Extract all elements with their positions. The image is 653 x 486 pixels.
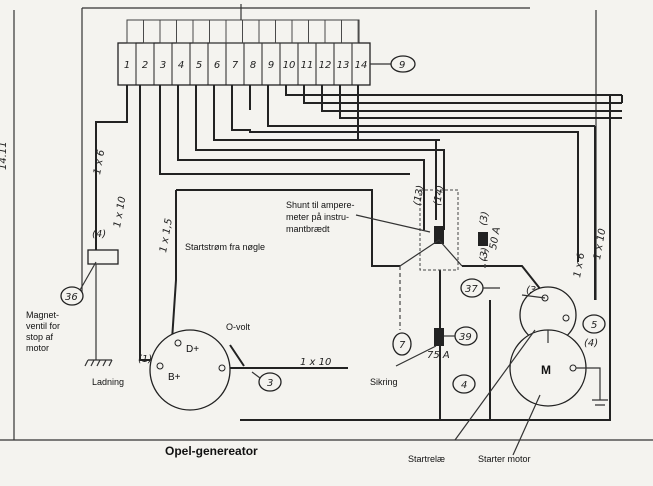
terminal-number: 7	[232, 60, 239, 71]
terminal-upper-cell	[258, 19, 276, 44]
wire-label-1x1-5: 1 x 1,5	[158, 218, 175, 254]
terminal-number: 8	[250, 60, 256, 71]
ref-9: 9	[399, 60, 405, 71]
terminal-number: 1	[124, 60, 130, 71]
terminal-number: 14	[355, 60, 368, 71]
terminal-upper-cell	[275, 19, 293, 44]
terminal-bplus: B+	[168, 372, 181, 383]
ref-39: 39	[459, 332, 472, 343]
terminal-upper-cell	[209, 19, 227, 44]
terminal-upper-cell	[192, 19, 210, 44]
terminal-number: 13	[337, 60, 350, 71]
terminal-upper-cell	[225, 19, 243, 44]
terminal-upper-cell	[291, 19, 309, 44]
mark-3a: (3)	[478, 211, 491, 227]
startstrom-label: Startstrøm fra nøgle	[185, 242, 265, 252]
magnetventil-label: Magnet- ventil for stop af motor	[26, 310, 63, 353]
terminal-number: 2	[142, 60, 148, 71]
shunt-label: Shunt til ampere- meter på instru- mantb…	[286, 200, 357, 234]
terminal-number: 10	[283, 60, 296, 71]
fuse-75a	[434, 328, 444, 346]
terminal-dplus: D+	[186, 344, 199, 355]
wire-ovolt	[229, 344, 245, 367]
terminal-number: 3	[160, 60, 166, 71]
terminal-upper-cell	[308, 19, 326, 44]
wire-label-1x6-left: 1 x 6	[92, 149, 107, 176]
wire-label-1x10-bottom: 1 x 10	[300, 357, 331, 368]
sikring-leader	[395, 345, 437, 367]
terminal-number: 12	[319, 60, 332, 71]
margin-note: 14.11	[0, 141, 9, 170]
mark-3c: (3)	[526, 285, 540, 296]
ref-bubble-9	[390, 55, 416, 73]
terminal-number: 11	[301, 60, 314, 71]
mark-3b: (3)	[478, 247, 491, 263]
fuse-50a	[478, 232, 488, 246]
wire-label-1x6-right: 1 x 6	[572, 252, 587, 279]
terminal-upper-cell	[159, 19, 177, 44]
shunt	[399, 189, 463, 271]
terminal-leads	[95, 85, 623, 421]
bus-lines	[267, 85, 622, 127]
terminal-upper-cell	[176, 19, 194, 44]
terminal-upper-cell	[126, 19, 144, 44]
startrelae-label: Startrelæ	[408, 454, 445, 464]
ref-3: 3	[267, 378, 273, 389]
ref-bubbles	[60, 261, 606, 394]
mark-4-left: (4)	[92, 229, 106, 240]
ref-4: 4	[461, 380, 467, 391]
ref-36: 36	[65, 292, 78, 303]
generator	[149, 329, 231, 411]
startrelae-leader	[454, 329, 536, 441]
terminal-number: 5	[196, 60, 202, 71]
ladning-label: Ladning	[92, 377, 124, 387]
generator-label: Opel-genereator	[165, 444, 258, 458]
magnet-valve	[84, 249, 119, 367]
terminal-upper-cell	[341, 19, 359, 44]
shunt-leader	[355, 214, 431, 233]
wire-label-1x10-right: 1 x 10	[592, 228, 608, 261]
starter-motor-label: Starter motor	[478, 454, 531, 464]
fuse-rating: 75 A	[427, 350, 450, 361]
sikring-label: Sikring	[370, 377, 398, 387]
starter-leader	[512, 394, 541, 456]
terminal-upper-cell	[242, 19, 260, 44]
terminal-upper-cell	[143, 19, 161, 44]
mark-4b: (4)	[584, 338, 598, 349]
motor-letter: M	[541, 363, 551, 377]
ovolt-label: O-volt	[226, 322, 251, 332]
ref-7: 7	[399, 340, 406, 351]
mark-1: (1)	[138, 354, 152, 365]
terminal-number: 6	[214, 60, 220, 71]
terminal-number: 4	[178, 60, 184, 71]
terminal-number: 9	[268, 60, 274, 71]
mark-50a: 50 A	[488, 226, 503, 250]
wire-label-1x10-left: 1 x 10	[112, 196, 128, 229]
terminal-upper-cell	[324, 19, 342, 44]
ref-5: 5	[591, 320, 597, 331]
ref-37: 37	[465, 284, 478, 295]
